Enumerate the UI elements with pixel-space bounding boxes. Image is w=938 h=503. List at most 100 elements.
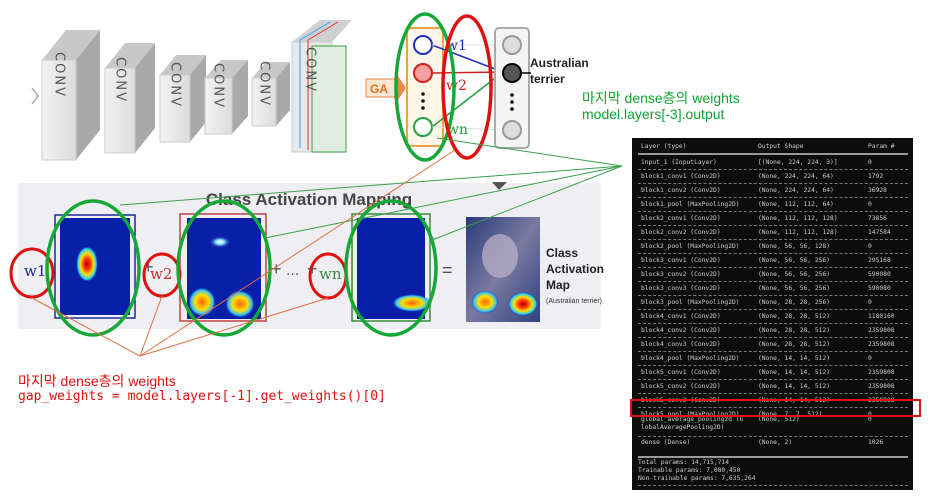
- row-dense-params: 1026: [868, 436, 883, 449]
- table-row: block2_conv2 (Conv2D)(None, 112, 112, 12…: [632, 226, 913, 239]
- gap-node-dot-3: [421, 106, 425, 110]
- row-shape: (None, 224, 224, 64): [758, 184, 834, 197]
- row-layer: block4_conv2 (Conv2D): [641, 324, 721, 337]
- row-layer: block4_pool (MaxPooling2D): [641, 352, 740, 365]
- row-layer: block4_conv1 (Conv2D): [641, 310, 721, 323]
- table-row: block3_conv3 (Conv2D)(None, 56, 56, 256)…: [632, 282, 913, 295]
- row-params: 0: [868, 296, 872, 309]
- row-shape: (None, 56, 56, 256): [758, 268, 830, 281]
- row-params: 0: [868, 240, 872, 253]
- table-header: Layer (type) Output Shape Param #: [632, 140, 913, 153]
- table-row: block3_conv2 (Conv2D) (None, 56, 56, 256)…: [632, 268, 913, 281]
- table-row: block1_conv2 (Conv2D) (None, 224, 224, 64…: [632, 184, 913, 197]
- table-row: block1_conv1 (Conv2D)(None, 224, 224, 64…: [632, 170, 913, 183]
- row-params: 147584: [868, 226, 891, 239]
- gap-node-1: [414, 36, 432, 54]
- output-node-1: [503, 36, 521, 54]
- row-params: 0: [868, 198, 872, 211]
- table-row: block5_conv2 (Conv2D)(None, 14, 14, 512)…: [632, 380, 913, 393]
- row-params: 73856: [868, 212, 887, 225]
- row-params: 295168: [868, 254, 891, 267]
- conv-label-6: CONV: [303, 47, 318, 93]
- row-shape: (None, 28, 28, 512): [758, 310, 830, 323]
- cam-weight-w2: w2: [150, 265, 172, 283]
- row-layer: block3_pool (MaxPooling2D): [641, 296, 740, 309]
- row-layer: block1_conv2 (Conv2D): [641, 184, 721, 197]
- output-node-2: [503, 64, 521, 82]
- cam-title: Class Activation Mapping: [206, 190, 412, 209]
- table-row-gap: global_average_pooling2d (G lobalAverage…: [632, 416, 913, 438]
- annotation-green-line2: model.layers[-3].output: [582, 106, 724, 122]
- row-gap-layer-line2: lobalAveragePooling2D): [641, 424, 724, 432]
- table-row: block4_conv3 (Conv2D)(None, 28, 28, 512)…: [632, 338, 913, 351]
- row-dense-layer: dense (Dense): [641, 436, 690, 449]
- row-layer: block1_pool (MaxPooling2D): [641, 198, 740, 211]
- row-params: 2359808: [868, 324, 895, 337]
- row-layer: block3_conv1 (Conv2D): [641, 254, 721, 267]
- table-row: block4_conv1 (Conv2D) (None, 28, 28, 512)…: [632, 310, 913, 323]
- table-row: input_1 (InputLayer)[(None, 224, 224, 3)…: [632, 156, 913, 169]
- output-node-n: [503, 121, 521, 139]
- row-params: 590080: [868, 282, 891, 295]
- table-row-dense: dense (Dense) (None, 2) 1026: [632, 436, 913, 449]
- table-row: block5_conv1 (Conv2D)(None, 14, 14, 512)…: [632, 366, 913, 379]
- table-row: block2_conv1 (Conv2D) (None, 112, 112, 12…: [632, 212, 913, 225]
- row-shape: (None, 56, 56, 256): [758, 282, 830, 295]
- footer-separator-2: [638, 485, 908, 486]
- cam-result-label-line2: Activation: [546, 262, 604, 276]
- cam-weight-wn: wn: [319, 265, 342, 283]
- header-params: Param #: [868, 140, 895, 153]
- row-layer: block2_conv1 (Conv2D): [641, 212, 721, 225]
- top-weight-w2: w2: [446, 78, 467, 94]
- cam-result-sublabel: (Australian terrier): [546, 298, 602, 305]
- row-params: 2359808: [868, 366, 895, 379]
- output-class-label-line2: terrier: [530, 72, 565, 86]
- annotation-red-line2: gap_weights = model.layers[-1].get_weigh…: [18, 389, 386, 404]
- conv-block-6: [292, 20, 352, 152]
- row-shape: (None, 28, 28, 512): [758, 338, 830, 351]
- table-row: block3_pool (MaxPooling2D) (None, 28, 28,…: [632, 296, 913, 309]
- row-layer: input_1 (InputLayer): [641, 156, 717, 169]
- cam-heatmap-n: [352, 214, 432, 321]
- annotation-red-line1: 마지막 dense층의 weights: [18, 371, 176, 391]
- gap-node-n: [414, 118, 432, 136]
- row-params: 1180160: [868, 310, 895, 323]
- header-separator: [638, 153, 908, 155]
- row-shape: (None, 14, 14, 512): [758, 380, 830, 393]
- row-layer: block2_pool (MaxPooling2D): [641, 240, 740, 253]
- cam-result-label-line3: Map: [546, 278, 570, 292]
- table-row: block4_pool (MaxPooling2D)(None, 14, 14,…: [632, 352, 913, 365]
- footer-separator: [638, 456, 908, 458]
- cam-ellipsis: ...: [286, 262, 299, 279]
- row-shape: (None, 14, 14, 512): [758, 366, 830, 379]
- non-trainable-params: Non-trainable params: 7,635,264: [638, 475, 756, 482]
- row-params: 36928: [868, 184, 887, 197]
- row-dense-shape: (None, 2): [758, 436, 792, 449]
- conv-label-2: CONV: [113, 57, 128, 103]
- table-row: block3_conv1 (Conv2D)(None, 56, 56, 256)…: [632, 254, 913, 267]
- header-shape: Output Shape: [758, 140, 804, 153]
- cam-heatmap-1: [55, 215, 135, 318]
- row-shape: (None, 112, 112, 128): [758, 212, 838, 225]
- ga-label: GA: [370, 82, 388, 96]
- row-gap-params: 0: [868, 416, 872, 424]
- block5-pool-highlight: [630, 399, 921, 417]
- conv-label-5: CONV: [257, 61, 272, 107]
- conv-label-3: CONV: [168, 62, 183, 108]
- output-dot-1: [510, 93, 514, 97]
- row-shape: (None, 28, 28, 512): [758, 324, 830, 337]
- model-summary-table: Layer (type) Output Shape Param # input_…: [632, 138, 913, 490]
- cam-result-image: [466, 217, 540, 322]
- table-row: block2_pool (MaxPooling2D)(None, 56, 56,…: [632, 240, 913, 253]
- cam-heatmap-2: [180, 214, 266, 321]
- row-params: 2359808: [868, 380, 895, 393]
- row-params: 0: [868, 352, 872, 365]
- annotation-green-line1: 마지막 dense층의 weights: [582, 88, 740, 108]
- gap-node-dot-1: [421, 92, 425, 96]
- trainable-params: Trainable params: 7,080,450: [638, 467, 740, 474]
- table-row: block4_conv2 (Conv2D) (None, 28, 28, 512)…: [632, 324, 913, 337]
- row-shape: (None, 28, 28, 256): [758, 296, 830, 309]
- row-layer: block3_conv2 (Conv2D): [641, 268, 721, 281]
- row-params: 590080: [868, 268, 891, 281]
- cam-result-label-line1: Class: [546, 246, 578, 260]
